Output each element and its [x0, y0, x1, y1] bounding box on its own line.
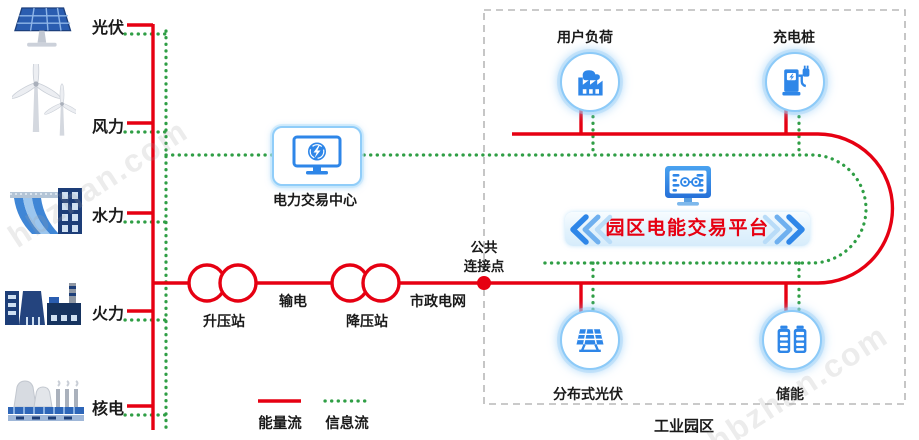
ev-charger-icon: [782, 65, 810, 96]
legend-energy-label: 能量流: [258, 416, 302, 432]
energy-park-loop: [399, 132, 895, 285]
nuclear-plant-icon: [8, 380, 84, 421]
source-label-thermal: 火力: [91, 306, 124, 323]
charging-pile-label: 充电桩: [773, 29, 815, 45]
chevron-left-icon: [570, 214, 613, 245]
legend-info-label: 信息流: [325, 416, 369, 432]
trading-center-box: [272, 126, 362, 186]
step-up-transformer-symbol: [187, 263, 258, 303]
charging-pile-node: [765, 52, 825, 112]
pcc-dot: [477, 276, 491, 290]
storage-label: 储能: [776, 386, 804, 402]
source-label-wind: 风力: [91, 119, 124, 136]
source-label-nuclear: 核电: [91, 401, 124, 418]
park-title: 工业园区: [653, 418, 715, 435]
distributed-pv-node: [560, 310, 620, 370]
source-label-hydro: 水力: [91, 208, 124, 225]
municipal-grid-label: 市政电网: [410, 293, 466, 309]
factory-icon: [578, 70, 603, 96]
distributed-pv-label: 分布式光伏: [553, 386, 623, 402]
user-load-label: 用户负荷: [557, 29, 613, 45]
thermal-plant-icon: [5, 283, 81, 325]
solar-panel-icon: [14, 7, 72, 47]
trading-center-label: 电力交易中心: [273, 192, 357, 208]
wind-turbine-icon: [12, 64, 76, 136]
step-down-station-label: 降压站: [346, 313, 388, 329]
energy-flow-lines: [127, 23, 895, 430]
hydro-dam-icon: [10, 188, 82, 234]
battery-icon: [777, 325, 807, 354]
platform-label: 园区电能交易平台: [605, 218, 770, 239]
source-label-solar: 光伏: [91, 20, 124, 37]
step-up-station-label: 升压站: [203, 313, 245, 329]
user-load-node: [560, 52, 620, 112]
transmission-label: 输电: [279, 293, 307, 309]
pv-panel-icon: [576, 329, 604, 352]
pcc-label: 公共 连接点: [463, 240, 505, 274]
chevron-right-icon: [762, 214, 805, 245]
info-park-loop: [164, 153, 868, 265]
storage-node: [762, 310, 822, 370]
platform-monitor-icon: [665, 166, 711, 206]
trading-monitor-icon: [292, 135, 342, 175]
step-down-transformer-symbol: [330, 263, 401, 303]
info-flow-lines: [123, 29, 868, 430]
park-dashed-border: [483, 9, 906, 405]
